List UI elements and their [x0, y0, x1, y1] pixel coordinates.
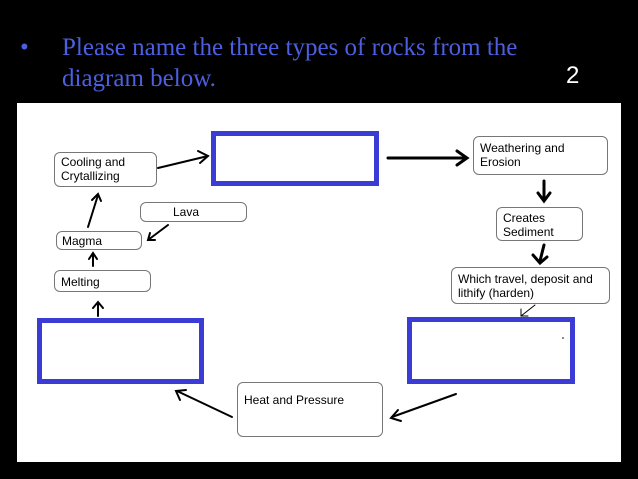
arrow-blank-to-heat — [389, 393, 457, 422]
question-body: Please name the three types of rocks fro… — [62, 32, 602, 94]
arrow-cooling-to-top — [157, 150, 210, 169]
arrow-blank-to-melting — [92, 300, 104, 317]
node-cooling: Cooling and Crytallizing — [54, 152, 157, 187]
arrow-heat-to-blank — [174, 389, 233, 418]
blank-box-bottom-left — [37, 318, 204, 384]
arrow-weathering-to-sediment — [536, 179, 552, 204]
node-sediment: Creates Sediment — [496, 207, 583, 241]
question-line-1: Please name the three types of rocks fro… — [62, 34, 518, 61]
node-weathering: Weathering and Erosion — [473, 136, 608, 175]
arrow-top-to-weathering — [386, 149, 470, 167]
node-melting: Melting — [54, 270, 151, 292]
node-heat: Heat and Pressure — [237, 382, 383, 437]
blank-box-top — [211, 131, 379, 186]
page-number: 2 — [566, 62, 580, 89]
question-line-2: diagram below. — [62, 65, 216, 92]
node-magma: Magma — [56, 231, 142, 250]
node-lava: Lava — [140, 202, 247, 222]
arrow-sediment-to-travel — [531, 243, 549, 266]
arrow-magma-to-cooling — [87, 192, 102, 228]
blank-box-bottom-right — [407, 317, 575, 384]
arrow-lava-to-magma — [146, 224, 169, 241]
bullet: • — [20, 34, 29, 61]
node-travel: Which travel, deposit and lithify (harde… — [451, 267, 610, 304]
arrow-travel-to-blank — [520, 304, 536, 317]
arrow-melting-to-magma — [88, 251, 98, 267]
stray-dot — [562, 337, 564, 339]
